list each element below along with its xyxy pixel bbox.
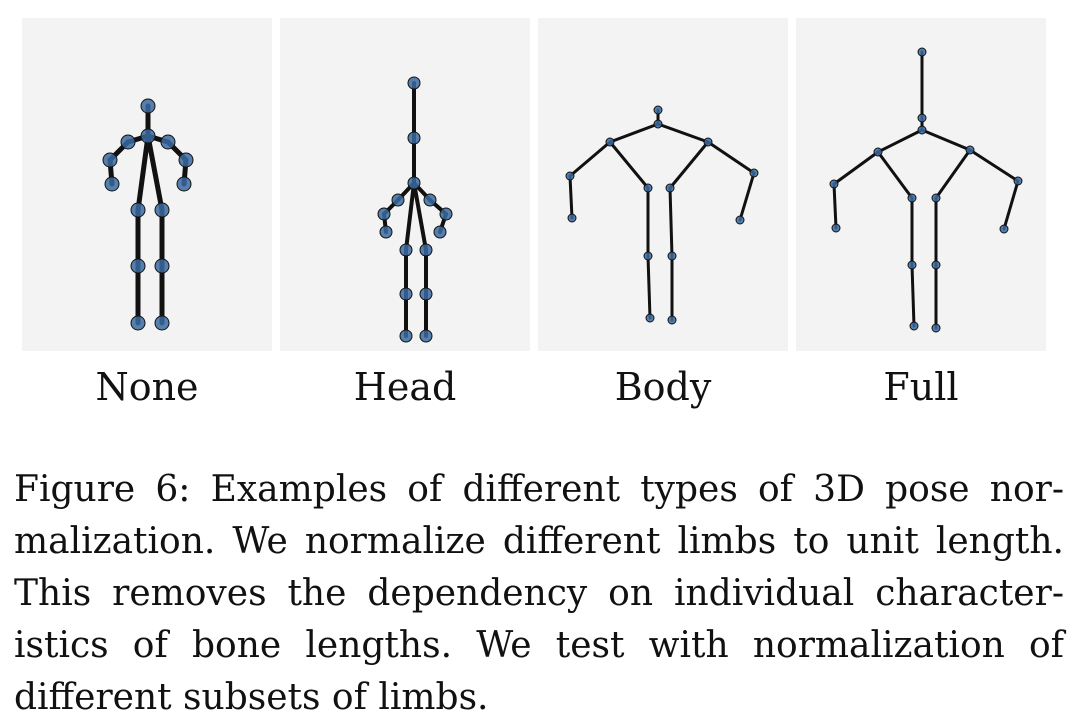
joint — [433, 225, 447, 239]
bone — [876, 128, 924, 154]
panel-body — [538, 18, 788, 351]
joint — [907, 193, 917, 203]
skeleton-head — [377, 76, 453, 343]
joint — [605, 137, 615, 147]
joint — [931, 193, 941, 203]
joint — [831, 223, 841, 233]
bone — [608, 140, 650, 190]
joint — [565, 171, 575, 181]
joint — [419, 287, 433, 301]
bone — [910, 263, 916, 328]
bone — [934, 148, 972, 200]
bone — [876, 150, 914, 200]
figure-caption: Figure 6: Examples of different types of… — [14, 464, 1064, 724]
joint — [377, 207, 391, 221]
joint — [399, 329, 413, 343]
joint — [102, 152, 118, 168]
joint — [917, 113, 927, 123]
joint — [419, 329, 433, 343]
joint — [643, 183, 653, 193]
joint — [407, 76, 421, 90]
bone — [668, 140, 710, 190]
bone — [646, 254, 652, 320]
joint — [643, 251, 653, 261]
panel-label-body: Body — [614, 365, 712, 409]
panel-label-full: Full — [883, 365, 959, 409]
bone — [832, 182, 838, 230]
panel-none — [22, 18, 272, 351]
joint — [176, 176, 192, 192]
bone — [706, 140, 756, 175]
joint — [154, 202, 170, 218]
bone — [668, 186, 674, 258]
joint — [653, 119, 663, 129]
caption-line: Figure 6: Examples of different types of… — [14, 469, 1064, 510]
joint — [873, 147, 883, 157]
skeleton-body — [565, 105, 759, 325]
bone — [968, 148, 1020, 183]
bone — [738, 171, 756, 222]
joint — [907, 260, 917, 270]
panel-label-head: Head — [353, 365, 457, 409]
caption-line: istics of bone lengths. We test with nor… — [14, 625, 1064, 666]
joint — [419, 243, 433, 257]
joint — [399, 287, 413, 301]
bone — [568, 140, 612, 178]
joint — [667, 315, 677, 325]
joint — [407, 176, 421, 190]
joint — [154, 258, 170, 274]
joint — [391, 193, 405, 207]
joint — [130, 315, 146, 331]
joint — [178, 152, 194, 168]
joint — [1013, 176, 1023, 186]
joint — [140, 128, 156, 144]
joint — [735, 215, 745, 225]
joint — [423, 193, 437, 207]
joint — [909, 321, 919, 331]
joint — [439, 207, 453, 221]
joint — [917, 47, 927, 57]
skeleton-none — [102, 98, 194, 331]
joint — [703, 137, 713, 147]
joint — [120, 134, 136, 150]
joint — [749, 168, 759, 178]
bone — [145, 133, 165, 213]
joint — [567, 213, 577, 223]
joint — [665, 183, 675, 193]
joint — [104, 176, 120, 192]
bone — [568, 174, 574, 220]
joint — [999, 224, 1009, 234]
joint — [130, 202, 146, 218]
bone — [656, 122, 710, 144]
joint — [130, 258, 146, 274]
joint — [931, 323, 941, 333]
joint — [829, 179, 839, 189]
joint — [645, 313, 655, 323]
bone — [135, 133, 151, 213]
joint — [653, 105, 663, 115]
joint — [140, 98, 156, 114]
bone — [832, 150, 880, 186]
bone — [608, 122, 660, 144]
joint — [917, 125, 927, 135]
joint — [399, 243, 413, 257]
joint — [931, 260, 941, 270]
panel-head — [280, 18, 530, 351]
caption-line: malization. We normalize different limbs… — [14, 521, 1064, 562]
bone — [412, 181, 428, 252]
bone — [404, 181, 416, 252]
joint — [379, 225, 393, 239]
skeleton-full — [829, 47, 1023, 333]
panel-label-none: None — [95, 365, 199, 409]
panel-full — [796, 18, 1046, 351]
bone — [1002, 179, 1020, 231]
joint — [160, 134, 176, 150]
bone — [920, 128, 972, 152]
joint — [407, 131, 421, 145]
caption-line: This removes the dependency on individua… — [14, 573, 1064, 614]
joint — [965, 145, 975, 155]
joint — [667, 251, 677, 261]
caption-line: different subsets of limbs. — [14, 677, 489, 718]
joint — [154, 315, 170, 331]
